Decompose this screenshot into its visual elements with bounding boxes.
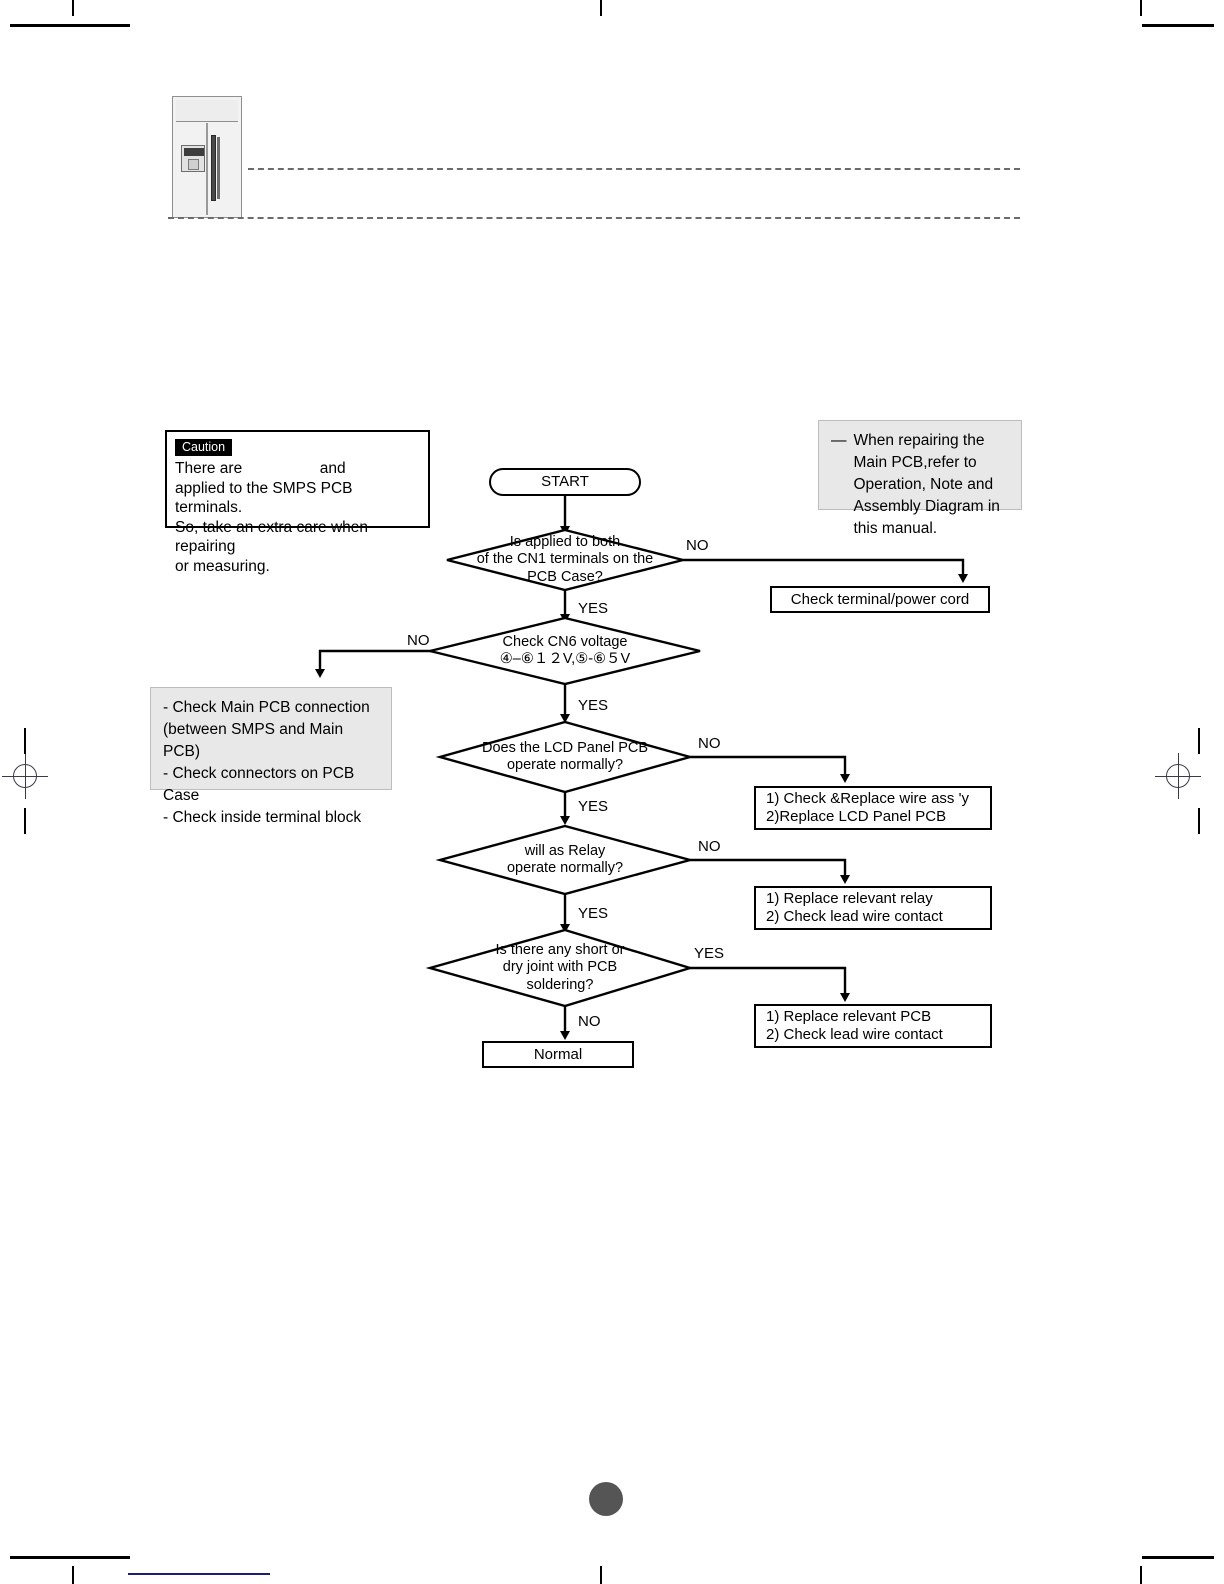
crop-tick-left-edge-lower (24, 808, 26, 834)
crop-tick-left-edge (24, 728, 26, 754)
dispenser-cavity (188, 159, 199, 170)
start-node: START (489, 468, 641, 496)
action-relay-line-2: 2) Check lead wire contact (766, 908, 943, 925)
action-lcd-line-2: 2)Replace LCD Panel PCB (766, 808, 947, 825)
action-relay-line-1: 1) Replace relevant relay (766, 890, 933, 908)
action-replace-lcd-panel: 1) Check &Replace wire ass 'y 2)Replace … (754, 786, 992, 830)
diamond-d4 (435, 824, 695, 896)
caution-box: Caution There are and applied to the SMP… (165, 430, 430, 575)
action-lcd-line-1: 1) Check &Replace wire ass 'y (766, 790, 969, 808)
refrigerator-illustration (172, 96, 242, 218)
diamond-d3 (435, 720, 695, 794)
action-check-main-pcb-connection: - Check Main PCB connection (between SMP… (150, 687, 392, 826)
decision-lcd-panel: Does the LCD Panel PCB operate normally? (440, 722, 690, 792)
branch-label-d5-no: NO (578, 1013, 601, 1030)
crop-tick-bottom-right (1140, 1566, 1142, 1584)
fridge-top-band (176, 100, 238, 122)
header-rule-lower (168, 217, 1020, 219)
fridge-door-divider (206, 123, 208, 215)
action-replace-pcb: 1) Replace relevant PCB 2) Check lead wi… (754, 1004, 992, 1048)
diamond-d2 (429, 616, 701, 686)
branch-label-d2-yes: YES (578, 697, 609, 714)
note-text: When repairing the Main PCB,refer to Ope… (853, 432, 1000, 537)
branch-label-d1-no: NO (686, 537, 709, 554)
branch-label-d4-no: NO (698, 838, 721, 855)
end-node-normal: Normal (482, 1041, 634, 1068)
branch-label-d5-yes: YES (694, 945, 725, 962)
diamond-d5 (425, 928, 695, 1008)
crop-mark-top-left (10, 24, 130, 27)
crop-mark-bottom-left (10, 1556, 130, 1559)
branch-label-d4-yes: YES (578, 905, 609, 922)
action-check-terminal-power-cord: Check terminal/power cord (770, 586, 990, 613)
note-box: — When repairing the Main PCB,refer to O… (818, 420, 1022, 537)
diamond-d1 (446, 528, 684, 592)
note-bullet: — (831, 432, 847, 449)
decision-cn6-voltage: Check CN6 voltage ④–⑥１２V,⑤-⑥５V (430, 618, 700, 684)
decision-relay-label: will as Relay operate normally? (506, 842, 624, 876)
action-replace-relay: 1) Replace relevant relay 2) Check lead … (754, 886, 992, 930)
branch-label-d3-yes: YES (578, 798, 609, 815)
decision-power-applied-label: Is applied to both of the CN1 terminals … (476, 533, 654, 585)
crop-tick-bottom-left (72, 1566, 74, 1584)
crop-tick-bottom-center (600, 1566, 602, 1584)
action-main-pcb-line-2: (between SMPS and Main PCB) (163, 721, 344, 760)
decision-cn6-voltage-label: Check CN6 voltage ④–⑥１２V,⑤-⑥５V (499, 633, 631, 667)
crop-tick-top-center (600, 0, 602, 16)
header-rule-upper (248, 168, 1020, 170)
action-pcb-line-2: 2) Check lead wire contact (766, 1026, 943, 1043)
decision-short-dry-joint: Is there any short or dry joint with PCB… (430, 930, 690, 1006)
branch-label-d3-no: NO (698, 735, 721, 752)
caution-text: There are and applied to the SMPS PCB te… (175, 460, 369, 575)
decision-lcd-panel-label: Does the LCD Panel PCB operate normally? (481, 739, 649, 773)
footer-blue-rule (128, 1573, 270, 1575)
action-main-pcb-line-3: - Check connectors on PCB Case (163, 765, 355, 804)
action-main-pcb-line-1: - Check Main PCB connection (163, 699, 370, 716)
branch-label-d1-yes: YES (578, 600, 609, 617)
fridge-dispenser (181, 145, 205, 172)
registration-mark-right (1155, 753, 1201, 799)
caution-chip-label: Caution (175, 439, 233, 456)
crop-mark-top-right (1142, 24, 1214, 27)
decision-power-applied: Is applied to both of the CN1 terminals … (447, 530, 683, 590)
page-number-badge (589, 1482, 623, 1516)
crop-tick-top-right (1140, 0, 1142, 16)
crop-tick-top-left (72, 0, 74, 16)
decision-relay: will as Relay operate normally? (440, 826, 690, 894)
crop-tick-right-edge (1198, 728, 1200, 754)
branch-label-d2-no: NO (407, 632, 430, 649)
dispenser-display (184, 148, 204, 156)
decision-short-dry-joint-label: Is there any short or dry joint with PCB… (495, 941, 625, 993)
fridge-handle-right (217, 137, 220, 199)
action-check-terminal-power-cord-label: Check terminal/power cord (790, 590, 970, 608)
end-node-label: Normal (533, 1045, 583, 1063)
start-node-label: START (541, 473, 589, 491)
crop-tick-right-edge-lower (1198, 808, 1200, 834)
action-main-pcb-line-4: - Check inside terminal block (163, 809, 362, 826)
crop-mark-bottom-right (1142, 1556, 1214, 1559)
registration-mark-left (2, 753, 48, 799)
fridge-handle-left (211, 135, 216, 201)
action-pcb-line-1: 1) Replace relevant PCB (766, 1008, 932, 1026)
